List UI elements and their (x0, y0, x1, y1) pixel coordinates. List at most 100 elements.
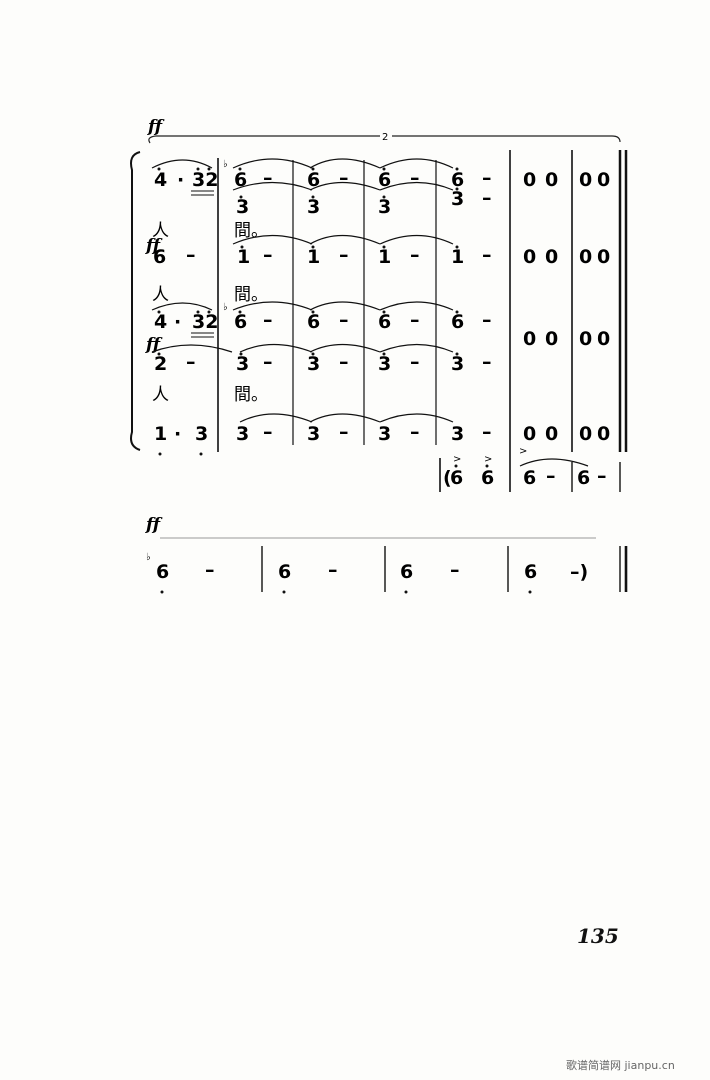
slur (309, 181, 381, 191)
dot (207, 310, 211, 314)
accent-mark: > (453, 454, 461, 465)
dash: – (482, 187, 492, 209)
slur (232, 301, 313, 311)
dash: – (263, 351, 273, 373)
note: 4 (154, 169, 167, 191)
dot (238, 167, 242, 171)
slur (232, 158, 313, 169)
slur (232, 181, 313, 191)
dash: – (263, 167, 273, 189)
note: 4 (154, 311, 167, 333)
dash-paren: –) (570, 561, 588, 583)
rest: 0 (523, 328, 536, 350)
note: 6 (234, 311, 247, 333)
dash: – (482, 351, 492, 373)
dash: – (339, 351, 349, 373)
note: 3 (236, 423, 249, 445)
dot (311, 195, 315, 199)
note: 3 (451, 188, 464, 210)
note: · (177, 169, 184, 191)
dash: – (186, 244, 196, 266)
dot (239, 352, 243, 356)
dash: – (410, 244, 420, 266)
dash: – (410, 421, 420, 443)
note: 6 (451, 311, 464, 333)
flat-marker: ♭ (146, 552, 151, 563)
slur (239, 413, 313, 423)
note: 2 (154, 353, 167, 375)
note: 6 (523, 467, 536, 489)
dot (311, 310, 315, 314)
dash: – (339, 309, 349, 331)
slur (519, 458, 589, 467)
rest: 0 (597, 169, 610, 191)
dynamic-ff: ff (145, 236, 163, 256)
slur (379, 301, 454, 311)
note: 1 (154, 423, 167, 445)
slur (151, 344, 233, 353)
note: · (174, 311, 181, 333)
rest: 0 (545, 423, 558, 445)
note: 6 (307, 311, 320, 333)
row-part-3-top: 4 · 32 ♭ 6 – 6 – 6 – 6 – (151, 301, 492, 338)
dot (382, 167, 386, 171)
dot (157, 310, 161, 314)
dash: – (410, 309, 420, 331)
dot (404, 590, 408, 594)
slur (309, 158, 381, 169)
note: 3 (307, 353, 320, 375)
dash: – (597, 465, 607, 487)
dash: – (482, 421, 492, 443)
note: 6 (378, 311, 391, 333)
dot (382, 310, 386, 314)
rest: 0 (545, 328, 558, 350)
note: · (174, 423, 181, 445)
slur (379, 235, 454, 245)
dot (485, 464, 489, 468)
lyric-jian: 間。 (234, 385, 268, 405)
rest: 0 (545, 246, 558, 268)
dash: – (205, 559, 215, 581)
dot (454, 464, 458, 468)
rest: 0 (597, 328, 610, 350)
dot (238, 310, 242, 314)
slur (309, 235, 381, 245)
dot (157, 167, 161, 171)
slur (309, 343, 381, 353)
dynamic-ff: ff (147, 117, 165, 137)
note: 6 (450, 467, 463, 489)
note: 3 (451, 353, 464, 375)
note: 1 (237, 246, 250, 268)
dot (455, 167, 459, 171)
repeat-count: 2 (382, 132, 388, 143)
dot (455, 187, 459, 191)
note: 6 (156, 561, 169, 583)
note: 1 (378, 246, 391, 268)
rest: 0 (545, 169, 558, 191)
repeat-bracket-left (148, 135, 380, 144)
note: 6 (153, 246, 166, 268)
note: 32 (192, 311, 218, 333)
flat-marker: ♭ (223, 302, 228, 313)
note: 3 (307, 196, 320, 218)
dash: – (339, 244, 349, 266)
slur (379, 181, 454, 191)
dot (160, 590, 164, 594)
rest: 0 (597, 423, 610, 445)
rest: 0 (523, 423, 536, 445)
flat-marker: ♭ (223, 159, 228, 170)
note: 6 (524, 561, 537, 583)
dash: – (263, 309, 273, 331)
dash: – (482, 167, 492, 189)
dash: – (339, 167, 349, 189)
dot (196, 167, 200, 171)
dash: – (546, 465, 556, 487)
dot (311, 245, 315, 249)
dash: – (410, 351, 420, 373)
note: 6 (307, 169, 320, 191)
row-accompaniment: ( > > > 6 6 6 – 6 – (439, 446, 621, 492)
slur (151, 159, 213, 169)
dot (282, 590, 286, 594)
dash: – (482, 309, 492, 331)
slur (151, 302, 213, 311)
